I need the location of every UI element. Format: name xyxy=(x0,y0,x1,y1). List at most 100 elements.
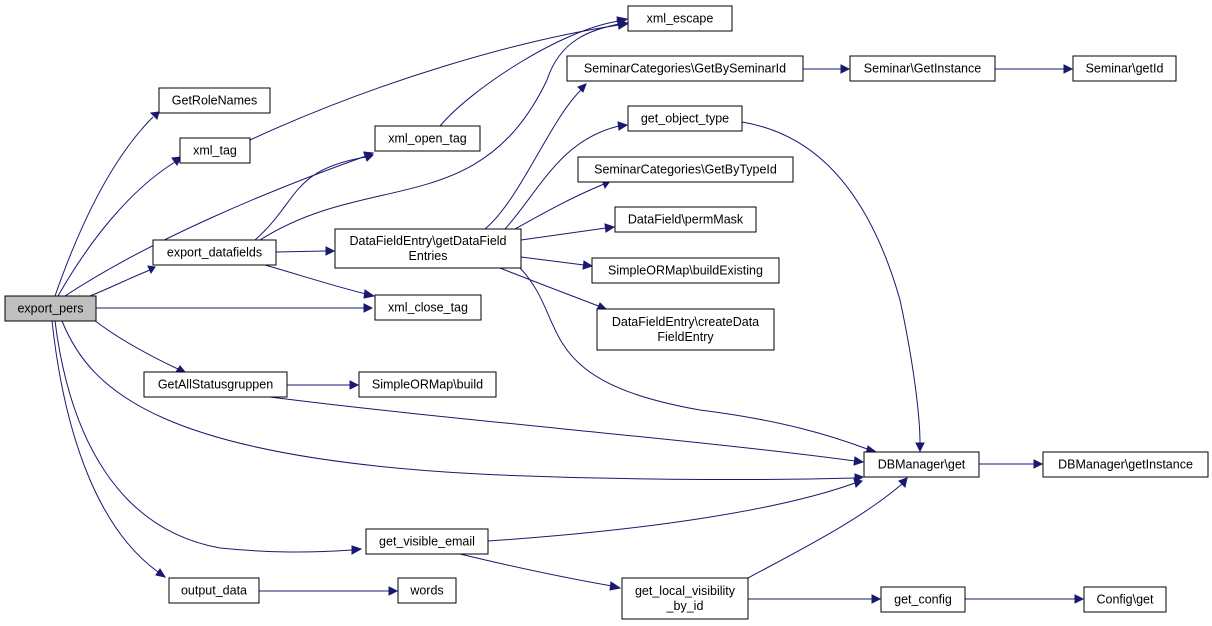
node-label: SeminarCategories\GetBySeminarId xyxy=(584,62,786,76)
node-xml-open-tag[interactable]: xml_open_tag xyxy=(374,125,481,152)
node-box[interactable] xyxy=(168,577,260,604)
edge-layer xyxy=(51,16,1085,604)
edge-line xyxy=(93,319,181,371)
node-seminar-categories-get-by-seminar-id[interactable]: SeminarCategories\GetBySeminarId xyxy=(566,55,804,82)
node-box[interactable] xyxy=(621,577,749,620)
edge-line xyxy=(487,482,856,542)
node-box[interactable] xyxy=(880,586,966,613)
edge-get-object-type-to-dbmanager-get xyxy=(741,121,925,453)
arrowhead-icon xyxy=(898,477,908,488)
node-words[interactable]: words xyxy=(397,577,457,604)
node-export-pers[interactable]: export_pers xyxy=(4,295,97,322)
node-box[interactable] xyxy=(365,528,489,555)
edge-export-pers-to-output-data xyxy=(51,320,167,578)
node-simple-ormap-build-existing[interactable]: SimpleORMap\buildExisting xyxy=(591,257,780,284)
node-box[interactable] xyxy=(591,257,780,284)
arrowhead-icon xyxy=(577,83,587,93)
arrowhead-icon xyxy=(351,545,363,555)
node-export-datafields[interactable]: export_datafields xyxy=(152,239,277,266)
node-box[interactable] xyxy=(358,371,497,398)
arrowhead-icon xyxy=(388,586,399,596)
node-label: xml_tag xyxy=(193,144,237,158)
edge-line xyxy=(51,320,159,573)
arrowhead-icon xyxy=(853,456,865,466)
edge-line xyxy=(269,396,856,462)
node-box[interactable] xyxy=(374,294,482,321)
node-box[interactable] xyxy=(627,105,743,132)
edge-get-visible-email-to-dbmanager-get xyxy=(487,478,863,542)
node-box[interactable] xyxy=(152,239,277,266)
node-box[interactable] xyxy=(566,55,804,82)
node-label: xml_close_tag xyxy=(388,301,468,315)
node-label: get_config xyxy=(894,593,952,607)
edge-line xyxy=(484,89,582,230)
node-box[interactable] xyxy=(596,308,775,351)
node-xml-tag[interactable]: xml_tag xyxy=(179,137,251,164)
node-dbmanager-get-instance[interactable]: DBManager\getInstance xyxy=(1042,451,1209,478)
edge-line xyxy=(520,256,585,266)
arrowhead-icon xyxy=(915,442,925,453)
node-box[interactable] xyxy=(1083,586,1167,613)
arrowhead-icon xyxy=(840,64,851,74)
node-get-config[interactable]: get_config xyxy=(880,586,966,613)
node-label: GetAllStatusgruppen xyxy=(158,378,273,392)
edge-dbmanager-get-to-dbmanager-get-instance xyxy=(979,459,1044,469)
node-box[interactable] xyxy=(577,156,794,183)
node-output-data[interactable]: output_data xyxy=(168,577,260,604)
node-box[interactable] xyxy=(1042,451,1209,478)
node-xml-close-tag[interactable]: xml_close_tag xyxy=(374,294,482,321)
node-label: get_local_visibility xyxy=(635,584,736,598)
node-box[interactable] xyxy=(143,371,288,398)
node-box[interactable] xyxy=(397,577,457,604)
edge-export-pers-to-get-role-names xyxy=(54,111,160,297)
node-get-role-names[interactable]: GetRoleNames xyxy=(158,87,271,114)
arrowhead-icon xyxy=(349,380,360,390)
node-box[interactable] xyxy=(849,55,996,82)
node-simple-ormap-build[interactable]: SimpleORMap\build xyxy=(358,371,497,398)
arrowhead-icon xyxy=(325,246,336,256)
node-data-field-perm-mask[interactable]: DataField\permMask xyxy=(614,206,757,233)
node-seminar-categories-get-by-type-id[interactable]: SeminarCategories\GetByTypeId xyxy=(577,156,794,183)
node-box[interactable] xyxy=(334,228,522,269)
edge-data-field-entry-get-data-field-entries-to-seminar-categories-get-by-type-id xyxy=(514,179,611,230)
node-seminar-get-instance[interactable]: Seminar\GetInstance xyxy=(849,55,996,82)
node-label: export_datafields xyxy=(167,246,262,260)
node-dbmanager-get[interactable]: DBManager\get xyxy=(863,451,980,478)
edge-line xyxy=(439,20,620,127)
node-label: get_object_type xyxy=(641,112,729,126)
node-box[interactable] xyxy=(1072,55,1177,82)
arrowhead-icon xyxy=(616,19,629,28)
edge-line xyxy=(249,24,620,141)
node-get-object-type[interactable]: get_object_type xyxy=(627,105,743,132)
node-get-visible-email[interactable]: get_visible_email xyxy=(365,528,489,555)
node-get-all-statusgruppen[interactable]: GetAllStatusgruppen xyxy=(143,371,288,398)
node-config-get[interactable]: Config\get xyxy=(1083,586,1167,613)
node-box[interactable] xyxy=(179,137,251,164)
edge-line xyxy=(520,227,607,241)
edge-data-field-entry-get-data-field-entries-to-simple-ormap-build-existing xyxy=(520,256,594,270)
arrowhead-icon xyxy=(363,303,374,313)
node-seminar-get-id[interactable]: Seminar\getId xyxy=(1072,55,1177,82)
arrowhead-icon xyxy=(1063,64,1074,74)
node-get-local-visibility-by-id[interactable]: get_local_visibility_by_id xyxy=(621,577,749,620)
edge-get-visible-email-to-get-local-visibility-by-id xyxy=(459,553,622,591)
node-box[interactable] xyxy=(614,206,757,233)
edge-line xyxy=(61,320,856,481)
node-box[interactable] xyxy=(863,451,980,478)
node-box[interactable] xyxy=(374,125,481,152)
node-box[interactable] xyxy=(4,295,97,322)
node-label: xml_escape xyxy=(647,12,714,26)
edge-line xyxy=(459,553,613,587)
node-label: SeminarCategories\GetByTypeId xyxy=(594,163,777,177)
edge-get-all-statusgruppen-to-simple-ormap-build xyxy=(287,380,360,390)
node-label: Config\get xyxy=(1097,593,1155,607)
arrowhead-icon xyxy=(871,594,882,604)
node-xml-escape[interactable]: xml_escape xyxy=(627,5,733,32)
arrowhead-icon xyxy=(609,581,622,591)
edge-line xyxy=(64,155,367,297)
node-label: DataField\permMask xyxy=(628,213,744,227)
node-box[interactable] xyxy=(158,87,271,114)
node-box[interactable] xyxy=(627,5,733,32)
